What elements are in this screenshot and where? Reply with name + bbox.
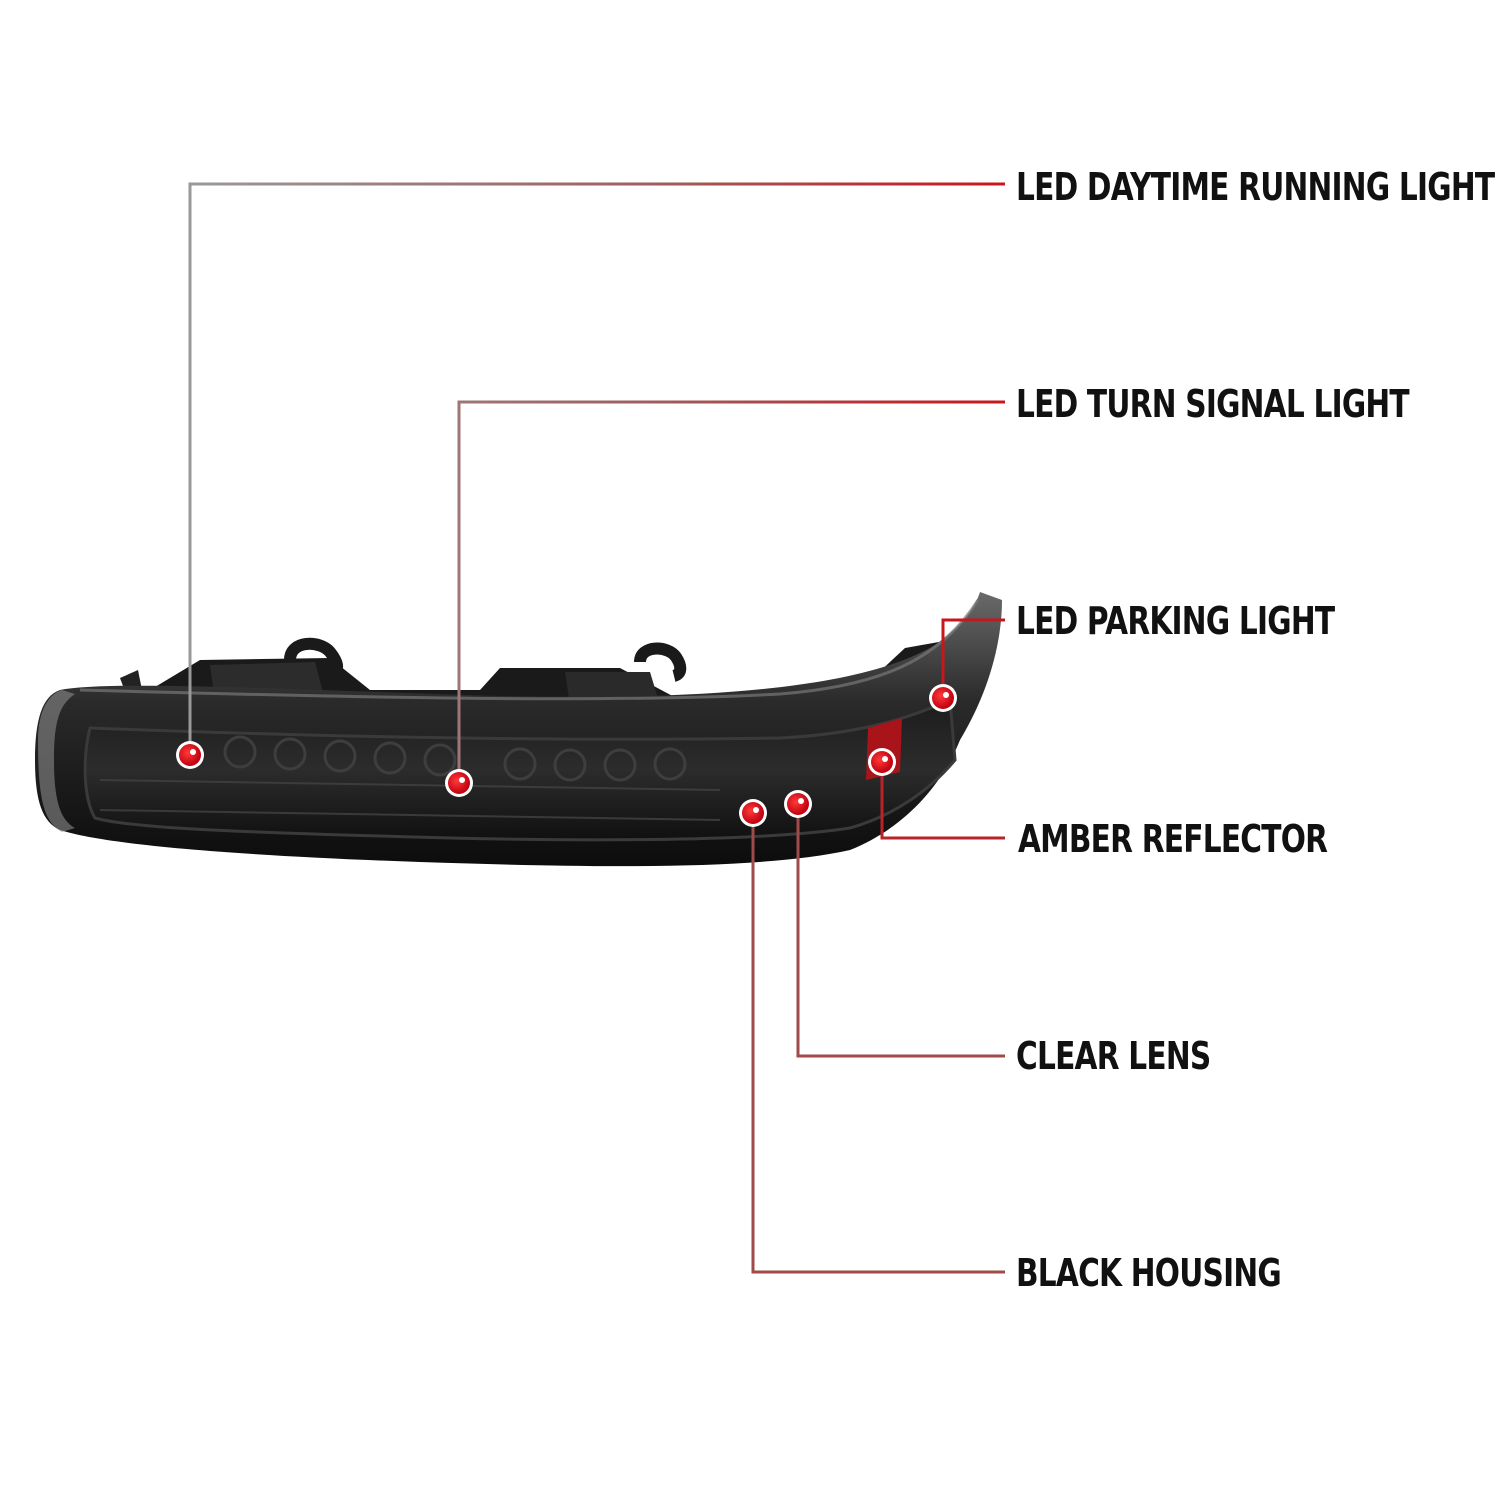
- led-array: [223, 735, 687, 782]
- marker-clear: [784, 790, 812, 818]
- clear-lens: [83, 697, 957, 842]
- callout-markers: [176, 684, 957, 827]
- callout-label-amber-reflector: AMBER REFLECTOR: [1018, 817, 1328, 861]
- marker-parking: [929, 684, 957, 712]
- leader-lines: [188, 182, 1005, 1274]
- marker-turn: [445, 769, 473, 797]
- callout-label-turn-signal: LED TURN SIGNAL LIGHT: [1016, 382, 1410, 426]
- callout-label-black-housing: BLACK HOUSING: [1016, 1251, 1282, 1295]
- marker-drl: [176, 741, 204, 769]
- marker-housing: [739, 799, 767, 827]
- callout-label-clear-lens: CLEAR LENS: [1016, 1034, 1211, 1078]
- callout-label-parking: LED PARKING LIGHT: [1016, 599, 1335, 643]
- callout-label-drl: LED DAYTIME RUNNING LIGHT: [1016, 165, 1495, 209]
- marker-amber: [868, 748, 896, 776]
